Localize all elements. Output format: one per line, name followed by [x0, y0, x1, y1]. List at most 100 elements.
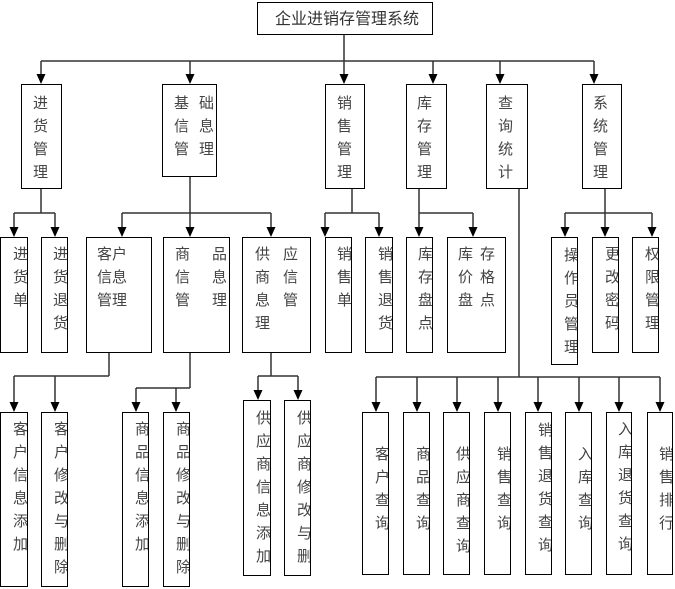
arrowhead-icon [414, 227, 424, 237]
node-label: 商品信息添加 [135, 420, 149, 553]
arrowhead-icon [50, 227, 60, 237]
arrowhead-icon [533, 402, 543, 412]
node-label: 基础信息管理 [174, 94, 225, 158]
arrowhead-icon [468, 227, 478, 237]
arrowhead-icon [493, 402, 503, 412]
arrowhead-icon [428, 74, 438, 84]
arrowhead-icon [647, 227, 657, 237]
node-purchase-return: 进货退货 [41, 237, 68, 353]
node-sales-query: 销售查询 [484, 412, 511, 575]
node-label: 查询统计 [498, 94, 514, 181]
arrowhead-icon [452, 402, 462, 412]
node-supplier-info-management: 供应商信息管理 [242, 237, 311, 353]
node-label: 供应商信息添加 [256, 409, 271, 565]
arrowhead-icon [374, 227, 384, 237]
arrowhead-icon [589, 74, 599, 84]
node-customer-info-add: 客户信息添加 [0, 412, 28, 587]
arrowhead-icon [320, 227, 330, 237]
node-customer-query: 客户查询 [362, 412, 389, 575]
arrowhead-icon [339, 74, 349, 84]
node-label: 系统管理 [593, 94, 609, 181]
arrowhead-icon [600, 227, 610, 237]
node-stock-price-check: 库存价格盘点 [447, 237, 506, 353]
node-goods-info-management: 商品信息管理 [163, 237, 230, 353]
node-label: 操作员管理 [564, 246, 578, 356]
node-goods-query: 商品查询 [403, 412, 430, 575]
node-label: 商品修改与删除 [176, 420, 190, 576]
node-label: 客户修改与删除 [54, 420, 68, 576]
node-basic-info-management: 基础信息管理 [162, 84, 217, 177]
node-label: 进货管理 [33, 94, 49, 181]
node-label: 商品查询 [416, 445, 430, 532]
arrowhead-icon [185, 74, 195, 84]
node-label: 更改密码 [605, 245, 619, 332]
node-customer-info-management: 客户信息管理 [86, 237, 152, 353]
node-stock-check: 库存盘点 [406, 237, 433, 353]
arrowhead-icon [412, 402, 422, 412]
arrowhead-icon [371, 402, 381, 412]
arrowhead-icon [253, 390, 263, 400]
node-change-password: 更改密码 [592, 237, 619, 353]
node-label: 客户查询 [375, 445, 389, 532]
arrowhead-icon [574, 402, 584, 412]
node-permission-management: 权限管理 [632, 237, 659, 353]
node-sales-management: 销售管理 [325, 84, 365, 189]
arrowhead-icon [293, 390, 303, 400]
node-label: 供应商信息管理 [255, 245, 311, 332]
arrowhead-icon [117, 227, 127, 237]
node-system-management: 系统管理 [582, 84, 622, 189]
node-inventory-management: 库存管理 [406, 84, 447, 189]
node-customer-edit-delete: 客户修改与删除 [41, 412, 68, 587]
node-label: 库存盘点 [418, 245, 433, 332]
node-label: 销售退货查询 [538, 421, 552, 554]
node-operator-management: 操作员管理 [551, 237, 578, 365]
arrowhead-icon [171, 402, 181, 412]
node-label: 进货退货 [53, 245, 68, 332]
node-label: 销售管理 [337, 94, 353, 181]
node-label: 入库查询 [578, 445, 592, 532]
node-query-statistics: 查询统计 [486, 84, 528, 189]
node-label: 销售排行 [659, 445, 673, 532]
arrowhead-icon [9, 227, 19, 237]
node-goods-info-add: 商品信息添加 [122, 412, 149, 587]
node-label: 销售退货 [378, 245, 393, 332]
node-label: 销售单 [337, 245, 352, 309]
node-stock-in-query: 入库查询 [565, 412, 592, 575]
arrowhead-icon [495, 74, 505, 84]
node-label: 客户信息添加 [13, 420, 28, 553]
node-label: 权限管理 [645, 245, 659, 332]
arrowhead-icon [50, 402, 60, 412]
root-node-box: 企业进销存管理系统 [257, 2, 433, 35]
node-label: 供应商修改与删 [297, 409, 311, 565]
arrowhead-icon [266, 227, 276, 237]
node-label: 商品信息管理 [175, 245, 227, 309]
arrowhead-icon [36, 74, 46, 84]
arrowhead-icon [614, 402, 624, 412]
node-sales-ranking: 销售排行 [647, 412, 673, 575]
node-label: 进货单 [13, 245, 28, 309]
node-label: 销售查询 [497, 445, 511, 532]
node-supplier-info-add: 供应商信息添加 [243, 400, 271, 576]
arrowhead-icon [185, 227, 195, 237]
node-label: 库存价格盘点 [458, 245, 503, 309]
node-stock-in-return-query: 入库退货查询 [606, 412, 632, 575]
root-node-title: 企业进销存管理系统 [275, 8, 420, 28]
node-supplier-query: 供应商查询 [443, 412, 470, 575]
node-label: 客户信息管理 [97, 245, 128, 309]
arrowhead-icon [560, 227, 570, 237]
arrowhead-icon [655, 402, 665, 412]
node-label: 入库退货查询 [618, 420, 632, 553]
arrowhead-icon [9, 402, 19, 412]
node-purchase-management: 进货管理 [21, 84, 62, 189]
node-purchase-order: 进货单 [0, 237, 28, 353]
node-supplier-edit-delete: 供应商修改与删 [284, 400, 311, 576]
node-label: 库存管理 [417, 94, 433, 181]
node-goods-edit-delete: 商品修改与删除 [163, 412, 190, 587]
arrowhead-icon [131, 402, 141, 412]
node-sales-order: 销售单 [325, 237, 352, 353]
node-label: 供应商查询 [456, 445, 470, 555]
node-sales-return: 销售退货 [365, 237, 393, 353]
node-sales-return-query: 销售退货查询 [525, 412, 552, 575]
